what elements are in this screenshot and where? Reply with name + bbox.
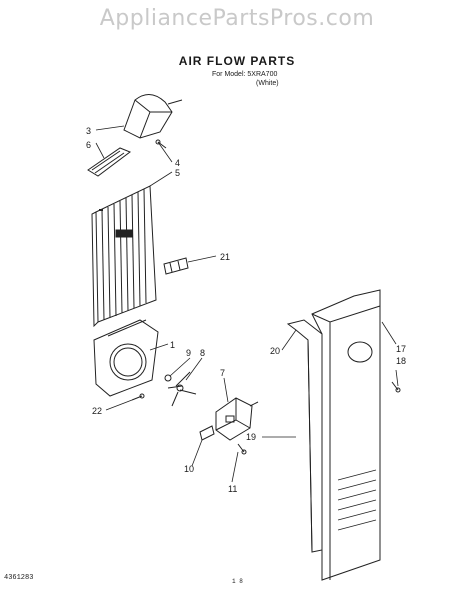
callout-labels: 3 6 4 5 21 1 9 8 7 22 10 11 20 17 18 19 [86, 126, 406, 494]
part-screw-18 [391, 381, 401, 393]
model-color: (White) [256, 80, 279, 87]
callout-11: 11 [228, 484, 237, 494]
callout-1: 1 [170, 340, 175, 350]
callout-22: 22 [92, 406, 102, 416]
callout-9: 9 [186, 348, 191, 358]
callout-10: 10 [184, 464, 194, 474]
callout-19: 19 [246, 432, 256, 442]
callout-17: 17 [396, 344, 406, 354]
callout-18: 18 [396, 356, 406, 366]
model-label: For Model: 5XRA700 (White) [212, 70, 279, 88]
part-grommet [199, 425, 215, 441]
callout-8: 8 [200, 348, 205, 358]
leader-lines [95, 125, 399, 483]
part-fan-motor [215, 397, 259, 441]
part-screw-22 [131, 393, 145, 401]
page-title: AIR FLOW PARTS [178, 54, 296, 68]
footer-page: 1 8 [232, 578, 243, 585]
part-fan-shroud [93, 319, 159, 397]
part-channel-strip [286, 319, 323, 553]
part-fan-blade [164, 371, 197, 407]
part-air-duct-top [123, 94, 183, 139]
part-screw-4 [155, 139, 167, 149]
callout-21: 21 [220, 252, 230, 262]
footer-code: 4361283 [4, 574, 34, 582]
callout-7: 7 [220, 368, 225, 378]
callout-20: 20 [270, 346, 280, 356]
callout-3: 3 [86, 126, 91, 136]
callout-5: 5 [175, 168, 180, 178]
callout-6: 6 [86, 140, 91, 150]
part-evaporator-cover [91, 185, 157, 328]
callout-4: 4 [175, 158, 180, 168]
model-number: For Model: 5XRA700 [212, 71, 278, 78]
part-screw-11 [237, 443, 247, 455]
part-back-panel [311, 289, 381, 581]
part-bracket-21 [163, 257, 189, 275]
part-gasket-strip [87, 147, 132, 177]
watermark: AppliancePartsPros.com [99, 6, 375, 31]
